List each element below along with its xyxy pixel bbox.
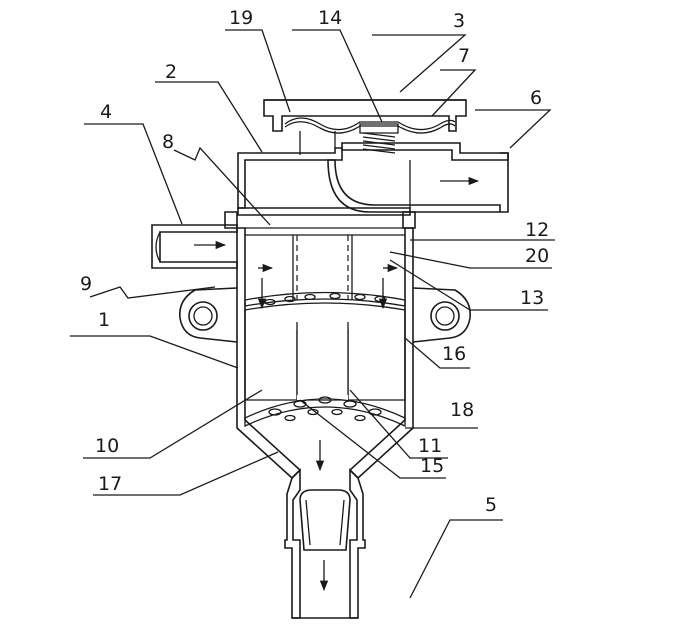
mounting-lugs (178, 287, 472, 343)
label-4: 4 (100, 101, 112, 123)
label-13: 13 (520, 287, 544, 309)
flow-arrows (194, 176, 480, 592)
leader-lines (70, 29, 555, 599)
label-6: 6 (530, 87, 542, 109)
label-7: 7 (458, 45, 470, 67)
inlet-tube (151, 211, 416, 269)
label-2: 2 (165, 61, 177, 83)
label-19: 19 (229, 7, 253, 29)
label-15: 15 (420, 455, 444, 477)
reference-numerals: 1 2 3 4 5 6 7 8 9 10 11 12 13 14 15 16 1… (80, 7, 549, 516)
label-3: 3 (453, 10, 465, 32)
outlet-fitting (284, 468, 366, 619)
label-10: 10 (95, 435, 119, 457)
label-9: 9 (80, 273, 92, 295)
label-5: 5 (485, 494, 497, 516)
label-16: 16 (442, 343, 466, 365)
label-8: 8 (162, 131, 174, 153)
upper-perforated-plate (244, 291, 406, 307)
diaphragm-and-spring (284, 117, 456, 155)
filter-media (244, 302, 406, 401)
label-1: 1 (98, 309, 110, 331)
label-20: 20 (525, 245, 549, 267)
label-12: 12 (525, 219, 549, 241)
label-14: 14 (318, 7, 342, 29)
label-18: 18 (450, 399, 474, 421)
lower-perforated-cone (244, 396, 406, 428)
label-17: 17 (98, 473, 122, 495)
upper-head-part (237, 142, 509, 216)
label-11: 11 (418, 435, 442, 457)
cap-part (263, 99, 467, 132)
